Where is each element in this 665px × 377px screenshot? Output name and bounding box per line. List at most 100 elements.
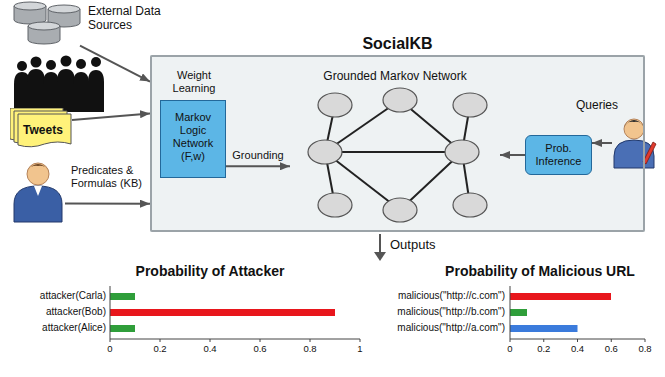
- category-label: attacker(Alice): [42, 322, 106, 334]
- crowd-silhouette: [46, 60, 56, 70]
- user-icon: [614, 119, 656, 168]
- axis-tick-label: 0.6: [253, 343, 266, 354]
- crowd-silhouette: [43, 72, 59, 112]
- axis-tick-label: 0.6: [605, 343, 618, 354]
- markov-network: [318, 93, 352, 117]
- axis-tick-label: 0.8: [638, 343, 651, 354]
- database-icon: [48, 5, 80, 13]
- crowd-silhouette: [57, 69, 75, 112]
- node-text: Prob. Inference: [529, 142, 588, 168]
- connector-arrow: [72, 113, 150, 120]
- attacker-chart: [110, 286, 360, 342]
- tweets-document: Tweets: [10, 108, 72, 148]
- system-box: SocialKBWeight LearningMarkov Logic Netw…: [150, 55, 645, 232]
- attacker-chart: [110, 286, 111, 339]
- node-text: External Data Sources: [88, 4, 174, 32]
- attacker-chart: [110, 339, 360, 340]
- markov-network: [383, 88, 417, 112]
- url-chart: [510, 293, 611, 300]
- process-box: Weight LearningMarkov Logic Network (F,w…: [160, 100, 226, 178]
- attacker-chart: [110, 339, 111, 342]
- box-fill: [150, 55, 645, 232]
- markov-network: [383, 198, 417, 222]
- category-label: attacker(Carla): [40, 290, 106, 302]
- attacker-chart: [360, 339, 361, 342]
- markov-network: [445, 140, 479, 164]
- category-label: malicious("http://a.com"): [397, 322, 505, 334]
- user-icon: [624, 119, 644, 139]
- crowd-silhouette: [14, 56, 104, 113]
- url-chart: [611, 339, 612, 342]
- database-icon: [28, 22, 60, 30]
- markov-network: [308, 88, 487, 222]
- flow-label: Outputs: [390, 237, 436, 252]
- person-icon: [34, 186, 42, 196]
- node-text: Weight Learning: [157, 69, 231, 95]
- markov-network: [453, 193, 487, 217]
- url-chart: [510, 286, 511, 339]
- crowd-silhouette: [31, 57, 42, 68]
- connector-arrow: [80, 46, 150, 82]
- node-text: Tweets: [15, 115, 67, 141]
- url-chart: [510, 325, 578, 332]
- url-chart: [510, 309, 527, 316]
- markov-network: [325, 151, 462, 153]
- axis-tick-label: 0: [507, 343, 512, 354]
- person-icon: [27, 163, 49, 185]
- outputs-arrow: [379, 234, 381, 252]
- url-chart: [543, 339, 544, 342]
- category-label: attacker(Bob): [46, 306, 106, 318]
- markov-network: [308, 88, 487, 222]
- connector-arrow: [500, 154, 525, 156]
- attacker-chart: [310, 339, 311, 342]
- url-chart: [510, 286, 645, 342]
- axis-tick-label: 0.2: [153, 343, 166, 354]
- outputs-arrow: [374, 234, 386, 261]
- chart-title: Probability of Malicious URL: [445, 263, 635, 279]
- category-label: malicious("http://b.com"): [397, 306, 505, 318]
- connector-arrow: [226, 165, 290, 167]
- markov-network: [308, 140, 342, 164]
- database-icon: [14, 2, 46, 10]
- markov-network: [453, 93, 487, 117]
- axis-tick-label: 0.4: [571, 343, 584, 354]
- crowd-silhouette: [27, 69, 45, 112]
- crowd-silhouette: [61, 56, 72, 67]
- attacker-chart: [110, 286, 360, 342]
- axis-tick-label: 1: [357, 343, 362, 354]
- url-chart: [577, 339, 578, 342]
- network-region: Grounded Markov Network: [290, 68, 500, 222]
- connectors: [65, 46, 612, 204]
- node-text: Queries: [576, 98, 618, 112]
- edge-label: Grounding: [232, 149, 283, 162]
- axis-tick-label: 0.4: [203, 343, 216, 354]
- connector-arrow: [65, 202, 150, 204]
- person-icon: [27, 164, 49, 171]
- crowd-silhouette: [88, 70, 104, 112]
- node-body-text: Markov Logic Network (F,w): [164, 111, 222, 163]
- node-text: Predicates & Formulas (KB): [71, 164, 149, 190]
- axis-tick-label: 0: [107, 343, 112, 354]
- crowd-silhouette: [17, 61, 27, 71]
- query-user-icon: Queries: [612, 118, 655, 168]
- user-icon: [624, 120, 644, 127]
- attacker-chart: [110, 325, 135, 332]
- outputs-arrow: [374, 252, 386, 261]
- crowd-silhouette: [76, 59, 86, 69]
- crowd-silhouette: [91, 57, 101, 67]
- database-icon: [14, 2, 80, 44]
- box-fills: [150, 55, 645, 232]
- url-chart: [510, 286, 645, 342]
- url-chart: [645, 339, 646, 342]
- node-text: Grounded Markov Network: [290, 68, 500, 83]
- connector-arrow: [592, 142, 612, 144]
- attacker-chart: [160, 339, 161, 342]
- attacker-chart: [260, 339, 261, 342]
- attacker-chart: [110, 309, 335, 316]
- node-text: SocialKB: [152, 35, 643, 53]
- attacker-chart: [110, 293, 135, 300]
- category-label: malicious("http://c.com"): [398, 290, 505, 302]
- axis-tick-label: 0.2: [537, 343, 550, 354]
- data-source-icon: External Data Sources: [10, 2, 80, 48]
